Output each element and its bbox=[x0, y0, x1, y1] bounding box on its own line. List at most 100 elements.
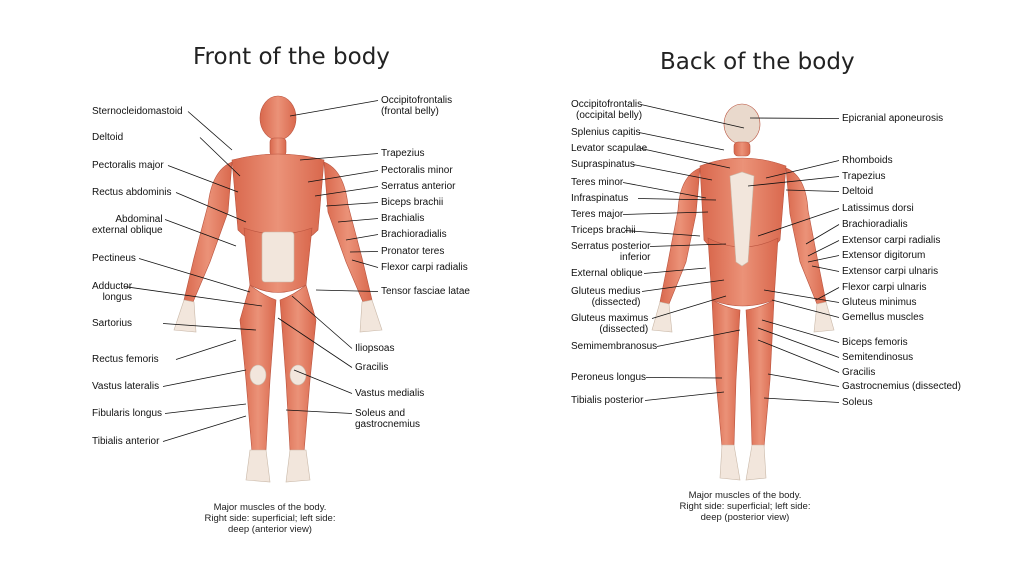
back-label: Semitendinosus bbox=[842, 352, 913, 363]
back-label: Brachioradialis bbox=[842, 219, 908, 230]
back-leader-lines bbox=[622, 104, 840, 403]
front-label: Sternocleidomastoid bbox=[92, 106, 183, 117]
front-arm-right bbox=[323, 161, 373, 303]
back-leader-line bbox=[785, 189, 840, 192]
back-figure bbox=[659, 103, 827, 448]
back-leader-line bbox=[632, 164, 713, 181]
back-leader-line bbox=[644, 391, 725, 401]
back-label-line: inferior bbox=[619, 252, 651, 263]
front-leader-line bbox=[293, 369, 353, 394]
front-leader-lines bbox=[123, 100, 379, 442]
front-label: Tensor fasciae latae bbox=[381, 286, 470, 297]
front-label: Sartorius bbox=[92, 318, 132, 329]
front-label-line: Pronator teres bbox=[381, 246, 445, 257]
front-figure bbox=[183, 95, 373, 453]
back-leader-line bbox=[622, 182, 707, 199]
front-label-line: Tibialis anterior bbox=[92, 436, 160, 447]
back-label-line: Deltoid bbox=[842, 186, 874, 197]
front-label-line: Serratus anterior bbox=[381, 181, 456, 192]
back-label-line: Occipitofrontalis bbox=[571, 99, 643, 110]
back-leader-line bbox=[805, 224, 840, 245]
front-title: Front of the body bbox=[193, 44, 390, 70]
front-label-line: Pectineus bbox=[92, 253, 136, 264]
front-label-line: Fibularis longus bbox=[92, 408, 163, 419]
back-label: Latissimus dorsi bbox=[842, 203, 914, 214]
front-label: Trapezius bbox=[381, 148, 425, 159]
back-label-line: Extensor digitorum bbox=[842, 250, 926, 261]
back-label: Soleus bbox=[842, 397, 873, 408]
front-label-line: Brachioradialis bbox=[381, 229, 447, 240]
back-arm-left bbox=[659, 167, 701, 305]
back-label: Splenius capitis bbox=[571, 127, 640, 138]
back-leader-line bbox=[656, 329, 741, 347]
front-leader-line bbox=[315, 289, 379, 292]
back-label: Triceps brachii bbox=[571, 225, 636, 236]
back-leader-line bbox=[761, 319, 840, 343]
back-label-line: Epicranial aponeurosis bbox=[842, 113, 944, 124]
front-leader-line bbox=[307, 170, 379, 183]
back-leader-line bbox=[757, 327, 840, 358]
front-label-line: Adductor bbox=[92, 281, 133, 292]
front-label-line: Sartorius bbox=[92, 318, 133, 329]
front-label: Pectineus bbox=[92, 253, 136, 264]
back-label: Deltoid bbox=[842, 186, 873, 197]
back-label: Gluteus maximus(dissected) bbox=[571, 313, 648, 335]
back-leader-line bbox=[641, 279, 725, 292]
front-label-line: Iliopsoas bbox=[355, 343, 395, 354]
front-neck bbox=[269, 137, 287, 157]
back-leader-line bbox=[638, 132, 725, 151]
back-label: Extensor carpi ulnaris bbox=[842, 266, 938, 277]
front-label: Deltoid bbox=[92, 132, 123, 143]
back-label: Levator scapulae bbox=[571, 143, 647, 154]
front-label-line: Sternocleidomastoid bbox=[92, 106, 183, 117]
front-leader-line bbox=[162, 323, 257, 331]
front-label: Occipitofrontalis(frontal belly) bbox=[381, 95, 452, 117]
back-leader-line bbox=[640, 104, 745, 129]
back-caption-line: Right side: superficial; left side: bbox=[679, 501, 811, 512]
front-leader-line bbox=[162, 415, 247, 442]
back-label-line: Splenius capitis bbox=[571, 127, 641, 138]
back-label-line: Rhomboids bbox=[842, 155, 893, 166]
back-label-line: (dissected) bbox=[591, 297, 641, 308]
back-label: Peroneus longus bbox=[571, 372, 646, 383]
back-leader-line bbox=[645, 377, 723, 379]
back-label-line: External oblique bbox=[571, 268, 643, 279]
back-label: Gracilis bbox=[842, 367, 875, 378]
front-leader-line bbox=[164, 219, 237, 247]
front-leader-line bbox=[199, 137, 241, 177]
front-label: Pectoralis major bbox=[92, 160, 164, 171]
back-leader-line bbox=[815, 287, 840, 301]
front-leader-line bbox=[325, 202, 379, 207]
front-label: Pronator teres bbox=[381, 246, 444, 257]
front-label: Flexor carpi radialis bbox=[381, 262, 468, 273]
back-label-line: Infraspinatus bbox=[571, 193, 629, 204]
front-label-line: Occipitofrontalis bbox=[381, 95, 453, 106]
back-label-line: Semitendinosus bbox=[842, 352, 914, 363]
back-leader-line bbox=[640, 148, 731, 169]
front-leader-line bbox=[337, 218, 379, 223]
back-leader-line bbox=[767, 373, 840, 387]
front-leader-line bbox=[299, 153, 379, 161]
front-label-line: Pectoralis minor bbox=[381, 165, 453, 176]
back-label-line: Supraspinatus bbox=[571, 159, 635, 170]
back-label: Trapezius bbox=[842, 171, 886, 182]
front-label: Gracilis bbox=[355, 362, 388, 373]
back-label: Teres minor bbox=[571, 177, 623, 188]
back-arm-right bbox=[785, 167, 827, 305]
back-label-line: Latissimus dorsi bbox=[842, 203, 914, 214]
back-label: Extensor digitorum bbox=[842, 250, 925, 261]
front-leader-line bbox=[187, 111, 233, 151]
front-label: Rectus femoris bbox=[92, 354, 159, 365]
front-leader-line bbox=[289, 100, 379, 117]
front-label: Iliopsoas bbox=[355, 343, 394, 354]
back-label-line: Gluteus medius bbox=[571, 286, 641, 297]
front-label-line: Brachialis bbox=[381, 213, 425, 224]
front-label: Vastus medialis bbox=[355, 388, 424, 399]
front-leader-line bbox=[175, 192, 247, 223]
back-title: Back of the body bbox=[660, 49, 855, 75]
back-label: External oblique bbox=[571, 268, 643, 279]
